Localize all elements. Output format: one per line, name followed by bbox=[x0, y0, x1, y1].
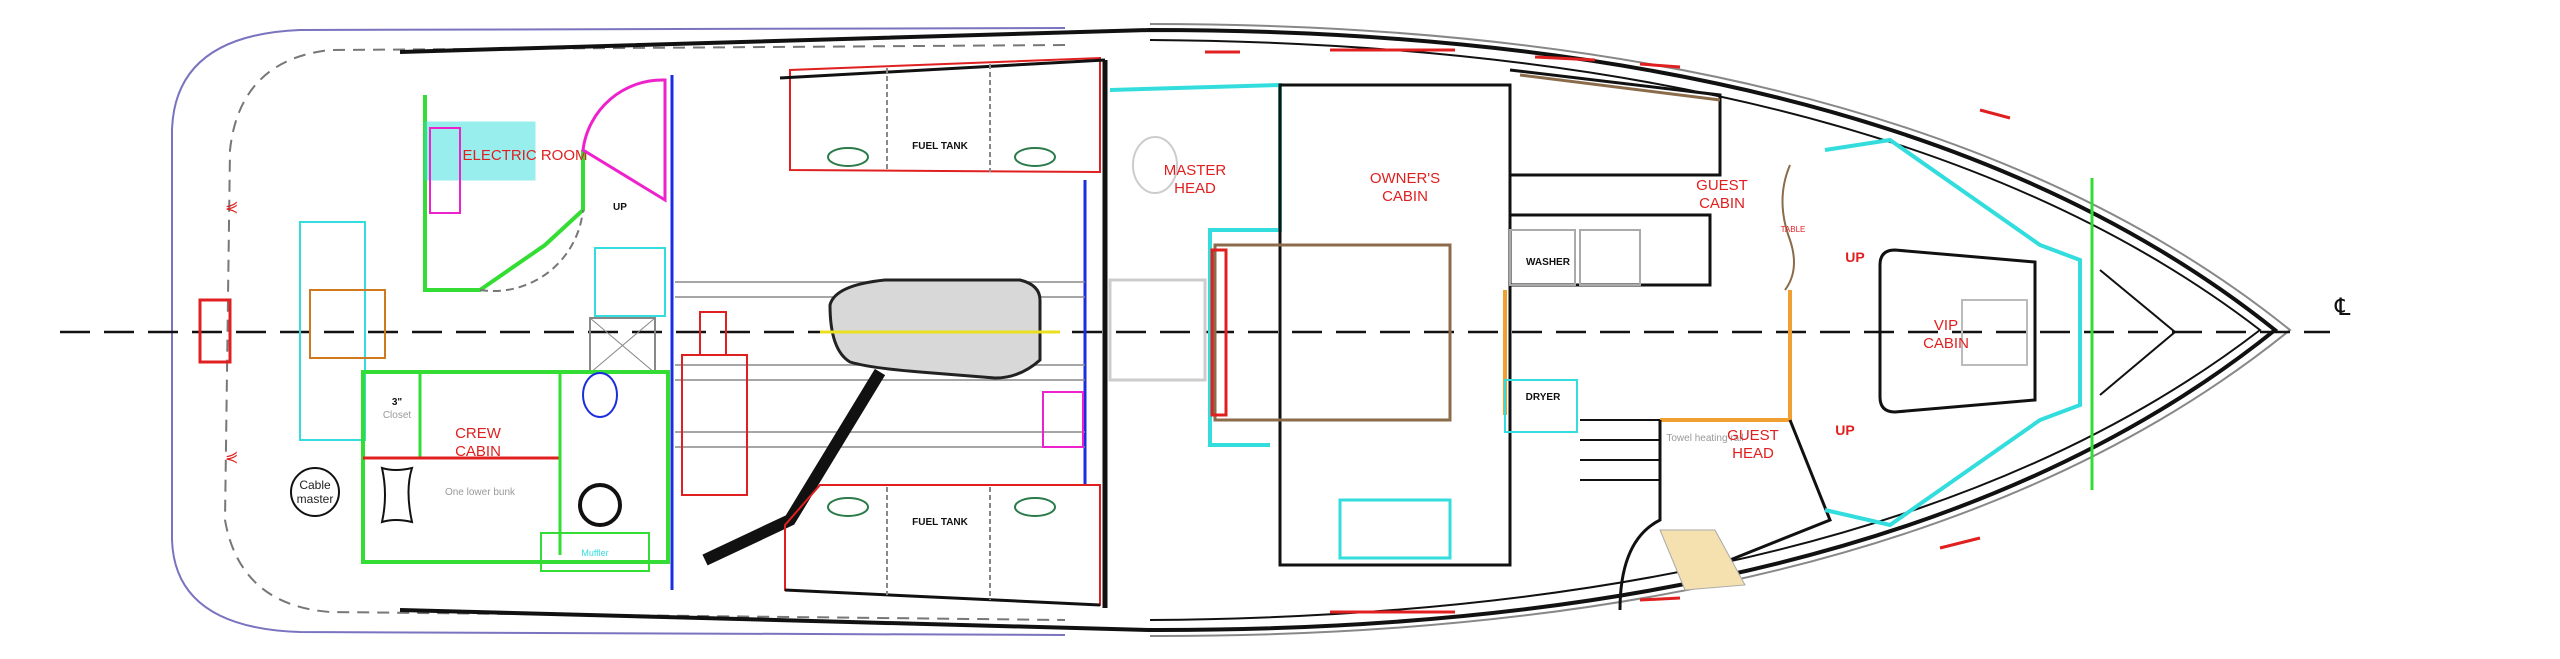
shower bbox=[594, 247, 666, 317]
transom-door bbox=[198, 298, 232, 364]
vip-up-top-label: UP bbox=[1845, 249, 1864, 265]
owners-cabin-walls bbox=[1278, 83, 1512, 567]
washer-label: WASHER bbox=[1526, 257, 1571, 268]
table-label: TABLE bbox=[1781, 225, 1806, 234]
guest-cabin-label-1: GUEST bbox=[1696, 177, 1748, 194]
vip-cabin-outline bbox=[1824, 137, 2082, 528]
centerline-symbol: ℄ bbox=[2334, 293, 2351, 321]
vanity bbox=[1108, 278, 1207, 382]
generator bbox=[681, 354, 748, 496]
tank-inspection-port bbox=[827, 147, 869, 167]
sink-icon bbox=[578, 483, 622, 527]
portlights bbox=[1205, 48, 2011, 614]
fuel-tank-starboard-label: FUEL TANK bbox=[912, 517, 969, 528]
table bbox=[1781, 164, 1795, 291]
hull-outline bbox=[399, 27, 2279, 633]
exhaust-pipe bbox=[702, 368, 886, 566]
guest-head-label-2: HEAD bbox=[1732, 445, 1774, 462]
master-head-label-1: MASTER bbox=[1164, 162, 1227, 179]
bow-anchor-lines bbox=[2099, 269, 2177, 396]
headboard bbox=[1210, 248, 1228, 417]
electrical-panel bbox=[424, 121, 536, 181]
passerelle bbox=[299, 221, 366, 441]
crew-cabin-label-1: CREW bbox=[455, 425, 502, 442]
fuel-tank-starboard-hull bbox=[784, 588, 1101, 607]
storage-cross bbox=[589, 317, 656, 374]
shower-tray bbox=[1659, 529, 1746, 591]
emergency-hatch bbox=[1961, 299, 2028, 366]
guest-cabin-wood bbox=[1519, 73, 1721, 102]
owners-cabin-label-1: OWNER'S bbox=[1370, 170, 1440, 187]
tank-inspection-port bbox=[827, 497, 869, 517]
muffler bbox=[540, 532, 650, 572]
muffler-label: Muffler bbox=[581, 548, 608, 558]
electric-room-walls bbox=[423, 95, 585, 292]
generator-top bbox=[699, 311, 727, 356]
guest-stairs bbox=[1580, 419, 1660, 481]
towel-rail-label: Towel heating rail bbox=[1666, 433, 1743, 444]
engine bbox=[828, 278, 1042, 380]
guest-cabin-walls bbox=[1509, 68, 1722, 287]
spiral-stair bbox=[581, 78, 667, 203]
cleat-icon: ⋞ bbox=[225, 199, 238, 216]
fuel-tank-port bbox=[789, 56, 1101, 174]
hull-outline-outer bbox=[1149, 23, 2292, 638]
owners-bed bbox=[1213, 243, 1452, 422]
vip-up-bottom-label: UP bbox=[1835, 422, 1854, 438]
vip-cabin-label-2: CABIN bbox=[1923, 335, 1969, 352]
master-head-label-2: HEAD bbox=[1174, 180, 1216, 197]
hatch bbox=[309, 289, 386, 359]
cable-master-label-1: Cable bbox=[299, 478, 331, 492]
owners-cabin-label-2: CABIN bbox=[1382, 188, 1428, 205]
master-head-walls bbox=[1109, 82, 1282, 447]
pillow-icon bbox=[380, 466, 414, 524]
dryer bbox=[1504, 379, 1578, 433]
closet-dim: 3" bbox=[392, 397, 403, 408]
guest-head-walls bbox=[1618, 419, 1832, 611]
guest-head-label-1: GUEST bbox=[1727, 427, 1779, 444]
owners-vanity bbox=[1338, 498, 1452, 560]
dryer-label: DRYER bbox=[1526, 392, 1561, 403]
door-swing bbox=[479, 209, 584, 292]
hull-inner bbox=[1149, 39, 2262, 621]
swim-platform-outline bbox=[171, 27, 1066, 636]
platform-dashed bbox=[223, 44, 1066, 621]
vip-cabin-label-1: VIP bbox=[1934, 317, 1958, 334]
crew-cabin-walls bbox=[361, 370, 670, 564]
washer bbox=[1509, 229, 1576, 286]
fuel-tank-port-label: FUEL TANK bbox=[912, 141, 969, 152]
cable-master-label-2: master bbox=[297, 492, 334, 506]
storage-box bbox=[1579, 229, 1641, 286]
tank-inspection-port bbox=[1014, 147, 1056, 167]
tank-inspection-port bbox=[1014, 497, 1056, 517]
crew-cabin-label-2: CABIN bbox=[455, 443, 501, 460]
toilet-icon bbox=[1132, 136, 1178, 194]
guest-cabin-label-2: CABIN bbox=[1699, 195, 1745, 212]
cleat-icon: ⋞ bbox=[225, 449, 238, 466]
electric-room-label: ELECTRIC ROOM bbox=[462, 147, 587, 164]
toilet-icon bbox=[582, 372, 618, 418]
cable-master bbox=[290, 467, 340, 517]
vip-bed bbox=[1878, 248, 2037, 414]
electrical-cabinet bbox=[429, 127, 461, 214]
bunk-label: One lower bunk bbox=[445, 487, 516, 498]
closet-label: Closet bbox=[383, 410, 412, 421]
stair-up-label: UP bbox=[613, 202, 627, 213]
fuel-tank-port-hull bbox=[779, 58, 1106, 80]
hydraulic-unit bbox=[1042, 391, 1084, 448]
